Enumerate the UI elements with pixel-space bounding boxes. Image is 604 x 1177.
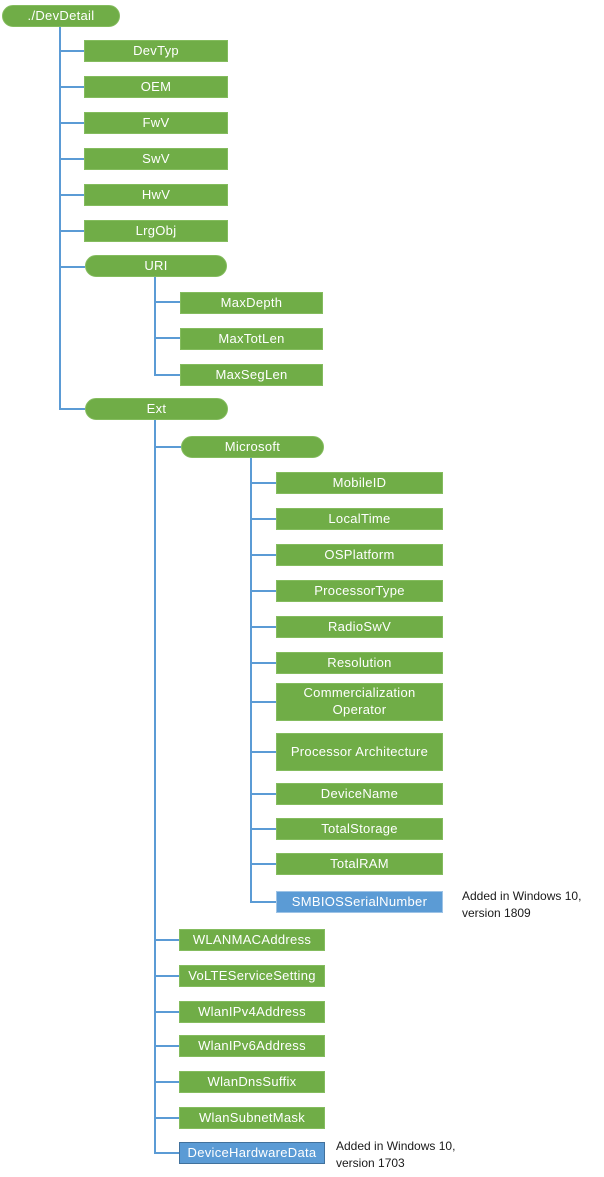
node-maxdepth: MaxDepth bbox=[180, 292, 323, 314]
node-hwv: HwV bbox=[84, 184, 228, 206]
connector-line bbox=[154, 1045, 179, 1047]
node-volteservicesetting: VoLTEServiceSetting bbox=[179, 965, 325, 987]
node-mobileid: MobileID bbox=[276, 472, 443, 494]
connector-line bbox=[154, 1011, 179, 1013]
connector-line bbox=[154, 1081, 179, 1083]
connector-line bbox=[154, 301, 180, 303]
node-swv: SwV bbox=[84, 148, 228, 170]
connector-line bbox=[250, 863, 276, 865]
node-devtyp: DevTyp bbox=[84, 40, 228, 62]
node-lrgobj: LrgObj bbox=[84, 220, 228, 242]
annotation-devicehardware-version: Added in Windows 10, version 1703 bbox=[336, 1138, 455, 1173]
node-devicename: DeviceName bbox=[276, 783, 443, 805]
annotation-line: Added in Windows 10, bbox=[336, 1139, 456, 1153]
connector-line bbox=[59, 230, 84, 232]
node-totalram: TotalRAM bbox=[276, 853, 443, 875]
connector-line bbox=[59, 194, 84, 196]
connector-line bbox=[59, 158, 84, 160]
node-wlansubnetmask: WlanSubnetMask bbox=[179, 1107, 325, 1129]
node-microsoft: Microsoft bbox=[181, 436, 324, 458]
connector-line bbox=[250, 626, 276, 628]
connector-line bbox=[250, 518, 276, 520]
node-maxtotlen: MaxTotLen bbox=[180, 328, 323, 350]
node-wlanmacaddress: WLANMACAddress bbox=[179, 929, 325, 951]
node-fwv: FwV bbox=[84, 112, 228, 134]
node-processor-architecture: Processor Architecture bbox=[276, 733, 443, 771]
connector-line bbox=[250, 554, 276, 556]
node-osplatform: OSPlatform bbox=[276, 544, 443, 566]
annotation-line: version 1703 bbox=[336, 1156, 405, 1171]
connector-line bbox=[59, 50, 84, 52]
node-commercialization-operator: Commercialization Operator bbox=[276, 683, 443, 721]
node-oem: OEM bbox=[84, 76, 228, 98]
node-smbiosserialnumber: SMBIOSSerialNumber bbox=[276, 891, 443, 913]
connector-line bbox=[250, 828, 276, 830]
connector-line bbox=[250, 482, 276, 484]
connector-line bbox=[59, 86, 84, 88]
connector-line bbox=[59, 26, 61, 410]
connector-line bbox=[59, 266, 85, 268]
connector-line bbox=[250, 590, 276, 592]
node-devdetail: ./DevDetail bbox=[2, 5, 120, 27]
connector-line bbox=[59, 122, 84, 124]
connector-line bbox=[154, 939, 179, 941]
node-wlandnssuffix: WlanDnsSuffix bbox=[179, 1071, 325, 1093]
connector-line bbox=[250, 662, 276, 664]
connector-line bbox=[250, 458, 252, 903]
connector-line bbox=[154, 374, 180, 376]
node-uri: URI bbox=[85, 255, 227, 277]
node-totalstorage: TotalStorage bbox=[276, 818, 443, 840]
node-resolution: Resolution bbox=[276, 652, 443, 674]
annotation-line: version 1809 bbox=[462, 906, 531, 921]
connector-line bbox=[250, 793, 276, 795]
connector-line bbox=[154, 1152, 179, 1154]
connector-line bbox=[154, 1117, 179, 1119]
annotation-line: Added in Windows 10, bbox=[462, 889, 582, 903]
node-maxseglen: MaxSegLen bbox=[180, 364, 323, 386]
node-radioswv: RadioSwV bbox=[276, 616, 443, 638]
connector-line bbox=[154, 337, 180, 339]
node-processortype: ProcessorType bbox=[276, 580, 443, 602]
connector-line bbox=[250, 751, 276, 753]
node-wlanipv4address: WlanIPv4Address bbox=[179, 1001, 325, 1023]
connector-line bbox=[154, 420, 156, 1154]
node-devicehardwaredata: DeviceHardwareData bbox=[179, 1142, 325, 1164]
connector-line bbox=[154, 975, 179, 977]
connector-line bbox=[59, 408, 85, 410]
annotation-smbios-version: Added in Windows 10, version 1809 bbox=[462, 888, 581, 923]
connector-line bbox=[154, 277, 156, 376]
node-wlanipv6address: WlanIPv6Address bbox=[179, 1035, 325, 1057]
node-ext: Ext bbox=[85, 398, 228, 420]
connector-line bbox=[154, 446, 181, 448]
connector-line bbox=[250, 901, 276, 903]
connector-line bbox=[250, 701, 276, 703]
node-localtime: LocalTime bbox=[276, 508, 443, 530]
